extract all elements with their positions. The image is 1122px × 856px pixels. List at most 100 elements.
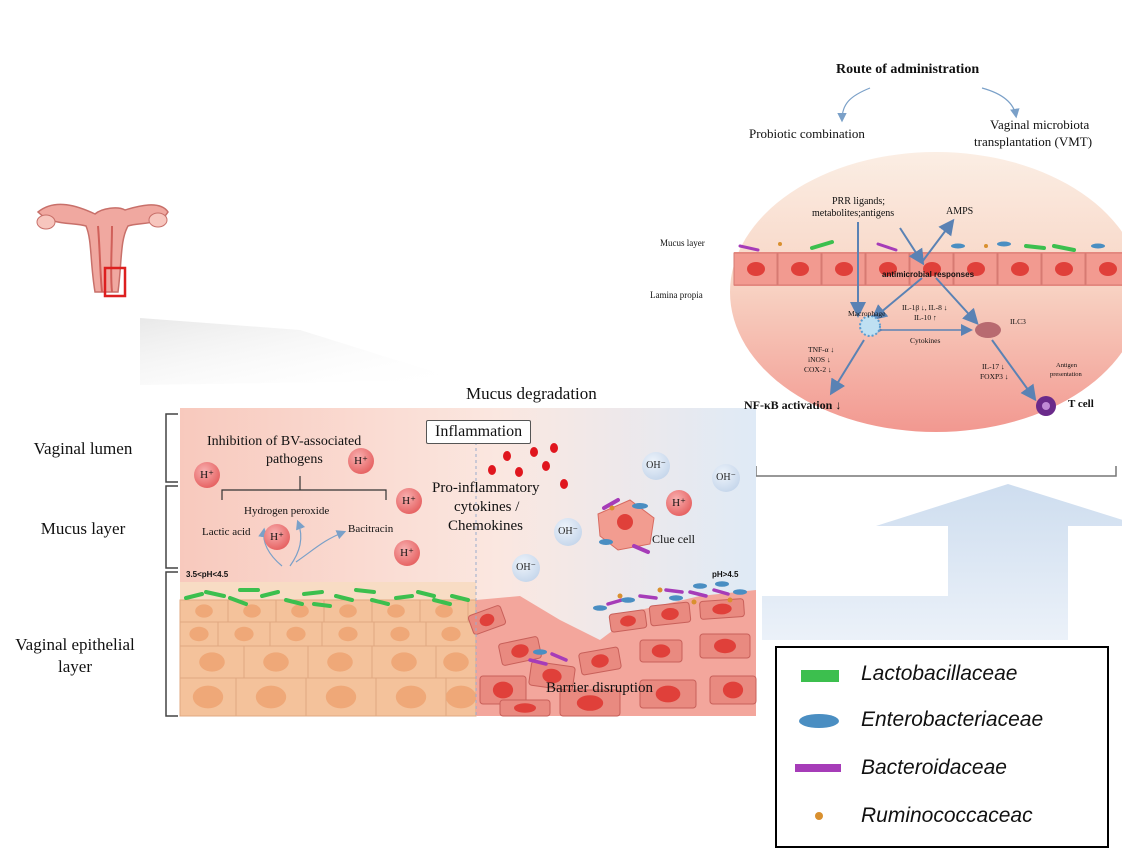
route-title: Route of administration (836, 62, 980, 77)
cox-label: COX-2 ↓ (804, 365, 832, 374)
ellipse-epithelium (733, 252, 1122, 286)
legend: Lactobacillaceae Enterobacteriaceae Bact… (775, 646, 1109, 848)
lactobacillus-rod (302, 590, 324, 596)
cell-nucleus (189, 626, 209, 642)
cell-nucleus (1099, 262, 1117, 276)
damaged-cell (648, 601, 692, 627)
cell-nucleus (243, 604, 261, 618)
ph-high-label: pH>4.5 (712, 570, 739, 579)
ellipse-lamina-label: Lamina propia (650, 290, 703, 300)
lactobacillus-rod (354, 588, 376, 594)
cell-nucleus (263, 652, 289, 672)
bacteroides-rod (550, 652, 568, 662)
enterobacteria (733, 589, 747, 595)
enterobacteria (715, 581, 729, 587)
cytokine-dots (488, 443, 568, 489)
side-label-mucus: Mucus layer (40, 519, 126, 538)
ruminococcus-dot (617, 593, 623, 599)
amps-label: AMPS (946, 206, 974, 217)
ruminococcus-dot (727, 597, 733, 603)
bacteroides-rod (606, 598, 624, 606)
lactobacillus-rod (228, 596, 248, 606)
bacteroides-rod (528, 658, 548, 666)
ruminococcus-dot (778, 242, 782, 246)
damaged-cell (639, 679, 697, 709)
h-ion: H⁺ (396, 488, 422, 514)
damaged-cell (467, 605, 507, 635)
bacteroides-rod (712, 588, 730, 596)
lactobacillus-rod (1024, 244, 1046, 250)
proinflammatory-label-3: Chemokines (448, 518, 523, 534)
h-ion: H⁺ (666, 490, 692, 516)
cytokines-label: Cytokines (910, 336, 941, 345)
legend-label: Enterobacteriaceae (861, 708, 1044, 731)
cell-nucleus (195, 604, 213, 618)
zoom-beam (140, 318, 460, 385)
enterobacteria (533, 649, 547, 655)
oh-ion: OH⁻ (554, 518, 582, 546)
h-ion: H⁺ (394, 540, 420, 566)
proinflammatory-label-1: Pro-inflammatory (432, 480, 540, 496)
enterobacteria (593, 605, 607, 611)
bacteroides-rod (638, 594, 658, 600)
il17-label: IL-17 ↓ (982, 362, 1005, 371)
bacitracin-label: Bacitracin (348, 523, 394, 535)
lactobacillus-rod (204, 590, 226, 598)
cell-nucleus (199, 652, 225, 672)
legend-item-lactobacillaceae: Lactobacillaceae (777, 656, 1107, 696)
ellipse-mucus-label: Mucus layer (660, 238, 705, 248)
cell-nucleus (387, 604, 405, 618)
lactobacillus-rod (260, 590, 280, 598)
ruminococcus-dot (691, 599, 697, 605)
bacteroides-rod (876, 242, 898, 252)
macrophage-label: Macrophage (848, 309, 886, 318)
mechanism-ellipse (730, 152, 1122, 432)
uterus-icon (36, 203, 169, 298)
mucus-degradation-label: Mucus degradation (466, 384, 597, 403)
inflammation-label: Inflammation (426, 420, 532, 444)
route-right-label-1: Vaginal microbiota (990, 117, 1090, 132)
h-ion: H⁺ (348, 448, 374, 474)
cell-nucleus (747, 262, 765, 276)
foxp3-label: FOXP3 ↓ (980, 372, 1009, 381)
ph-low-label: 3.5<pH<4.5 (186, 570, 229, 579)
enterobacteria (669, 595, 683, 601)
h-ion: H⁺ (264, 524, 290, 550)
bacteroides-rod (664, 588, 684, 594)
enterobacteria (951, 243, 965, 249)
lactobacillus-rod (184, 592, 204, 600)
cell-nucleus (391, 652, 417, 672)
damaged-cell (479, 675, 527, 705)
damaged-cell (499, 699, 551, 717)
cell-nucleus (1055, 262, 1073, 276)
tcell-label: T cell (1068, 398, 1094, 410)
macrophage-cell (859, 315, 881, 337)
damaged-cell (699, 598, 745, 620)
ruminococcus-dot (984, 244, 988, 248)
oh-ion: OH⁻ (642, 452, 670, 480)
route-right-label-2: transplantation (VMT) (974, 134, 1093, 149)
lactobacillus-rod (432, 598, 452, 606)
antigen-label-1: Antigen (1056, 362, 1077, 369)
cell-nucleus (835, 262, 853, 276)
lactobacillus-rod (416, 590, 436, 598)
enterobacteria (1091, 243, 1105, 249)
enterobacteria (621, 597, 635, 603)
clue-cell (597, 498, 655, 554)
tnf-label: TNF-α ↓ (808, 345, 835, 354)
legend-label: Ruminococcaceac (861, 804, 1033, 827)
barrier-disruption-label: Barrier disruption (546, 680, 654, 696)
damaged-cell (498, 636, 542, 666)
cell-nucleus (339, 604, 357, 618)
damaged-cell (639, 639, 683, 663)
lactobacillus-rod (394, 594, 414, 600)
cell-nucleus (255, 685, 287, 709)
orange-dot-icon (815, 812, 823, 820)
lactobacillus-rod (370, 598, 390, 606)
enterobacteria (997, 241, 1011, 247)
lactic-acid-label: Lactic acid (202, 526, 251, 538)
lactobacillus-rod (312, 602, 332, 608)
legend-item-ruminococcaceac: Ruminococcaceac (777, 798, 1107, 838)
green-rod-icon (801, 670, 839, 682)
